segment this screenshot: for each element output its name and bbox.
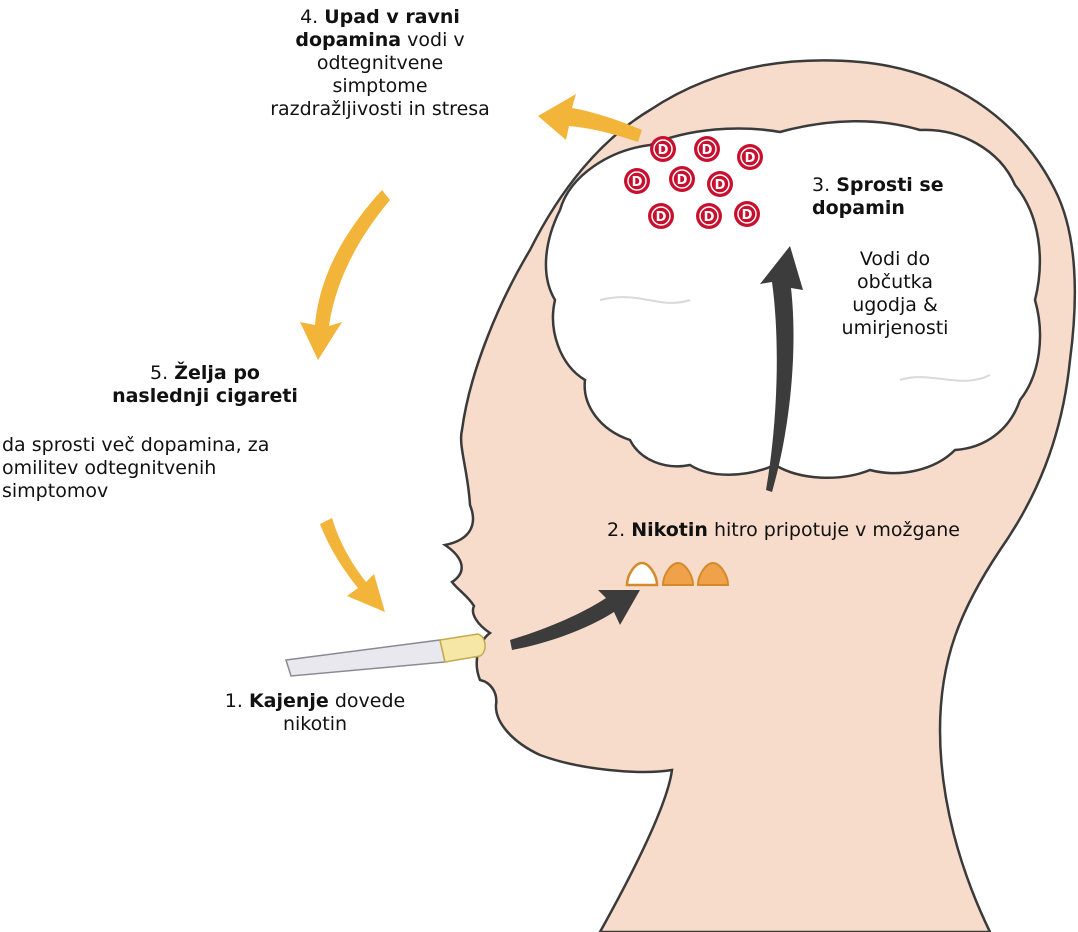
step4-number: 4.	[300, 6, 318, 28]
step3-description: Vodi do občutka ugodja & umirjenosti	[820, 248, 970, 344]
step5-title: 5. Želja po naslednji cigareti	[100, 362, 310, 408]
svg-text:D: D	[745, 151, 756, 166]
step5-description: da sprosti več dopamina, za omilitev odt…	[2, 434, 322, 503]
dopamine-marker: D	[696, 203, 722, 229]
step3-sub1: Vodi do	[820, 248, 970, 271]
step4-line5: razdražljivosti in stresa	[255, 98, 505, 121]
svg-text:D: D	[742, 208, 753, 223]
step2-title-bold: Nikotin	[631, 519, 708, 541]
step4-title-bold1: Upad v ravni	[324, 6, 460, 28]
step4-line3: odtegnitvene	[255, 52, 505, 75]
step5-sub2: omilitev odtegnitvenih	[2, 457, 322, 480]
step4-title-bold2: dopamina	[295, 29, 401, 51]
svg-text:D: D	[704, 210, 715, 225]
yellow-arrow-bottom	[320, 518, 385, 612]
step1-title-bold: Kajenje	[249, 690, 329, 712]
step3-sub3: ugodja &	[820, 294, 970, 317]
svg-text:D: D	[656, 210, 667, 225]
step4-label: 4. Upad v ravni dopamina vodi v odtegnit…	[255, 6, 505, 121]
svg-text:D: D	[715, 178, 726, 193]
svg-text:D: D	[702, 143, 713, 158]
step2-label: 2. Nikotin hitro pripotuje v možgane	[607, 519, 1007, 542]
step1-number: 1.	[225, 690, 243, 712]
yellow-arrow-top	[538, 94, 642, 142]
step3-sub4: umirjenosti	[820, 317, 970, 340]
step5-title-bold2: naslednji cigareti	[112, 385, 298, 407]
step1-label: 1. Kajenje dovede nikotin	[190, 690, 440, 736]
nicotine-molecules	[627, 563, 728, 585]
dopamine-marker: D	[707, 171, 733, 197]
step3-number: 3.	[812, 174, 830, 196]
step5-number: 5.	[150, 362, 168, 384]
dopamine-marker: D	[624, 168, 650, 194]
yellow-arrow-left	[300, 190, 390, 360]
step5-sub1: da sprosti več dopamina, za	[2, 434, 322, 457]
dopamine-marker: D	[737, 144, 763, 170]
svg-text:D: D	[677, 173, 688, 188]
step4-text-rest2: vodi v	[407, 29, 465, 51]
step3-title-bold2: dopamin	[812, 197, 905, 219]
step5-sub3: simptomov	[2, 480, 322, 503]
step3-sub2: občutka	[820, 271, 970, 294]
dopamine-marker: D	[650, 136, 676, 162]
dopamine-marker: D	[648, 203, 674, 229]
step2-text-rest: hitro pripotuje v možgane	[714, 519, 960, 541]
step4-line4: simptome	[255, 75, 505, 98]
dopamine-marker: D	[669, 166, 695, 192]
dopamine-marker: D	[694, 136, 720, 162]
cigarette	[286, 634, 485, 676]
step1-text-rest: dovede	[335, 690, 405, 712]
step5-title-bold1: Želja po	[174, 362, 260, 384]
dopamine-marker: D	[734, 201, 760, 227]
step1-line2: nikotin	[190, 713, 440, 736]
step3-title-bold1: Sprosti se	[836, 174, 943, 196]
svg-text:D: D	[632, 175, 643, 190]
svg-text:D: D	[658, 143, 669, 158]
step3-title: 3. Sprosti se dopamin	[812, 174, 962, 220]
step2-number: 2.	[607, 519, 625, 541]
